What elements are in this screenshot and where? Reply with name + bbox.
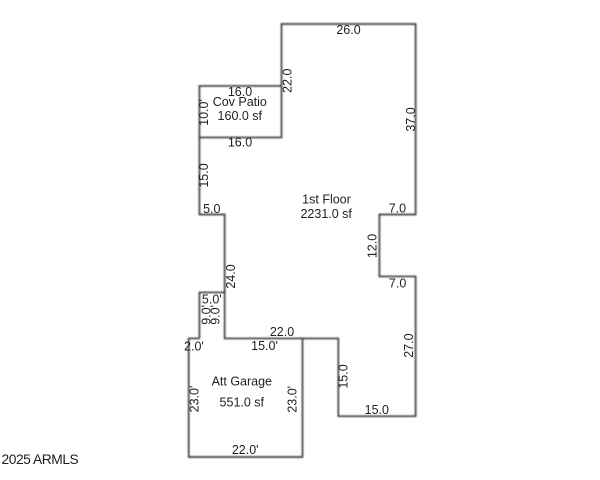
svg-text:2025 ARMLS: 2025 ARMLS (2, 452, 79, 467)
svg-text:5.0': 5.0' (202, 292, 222, 306)
svg-text:9.0': 9.0' (208, 305, 222, 325)
svg-text:Cov Patio: Cov Patio (213, 95, 267, 109)
svg-text:2231.0 sf: 2231.0 sf (300, 207, 352, 221)
svg-text:26.0: 26.0 (336, 23, 360, 37)
svg-text:15.0: 15.0 (197, 163, 211, 187)
svg-text:9.0': 9.0' (200, 305, 214, 325)
svg-text:10.0': 10.0' (197, 99, 211, 126)
svg-text:1st Floor: 1st Floor (302, 192, 351, 206)
svg-text:5.0: 5.0 (203, 202, 220, 216)
svg-text:7.0: 7.0 (389, 276, 406, 290)
svg-text:27.0: 27.0 (402, 333, 416, 357)
svg-text:22.0: 22.0 (281, 68, 295, 92)
svg-text:16.0: 16.0 (228, 136, 252, 150)
svg-text:37.0: 37.0 (404, 107, 418, 131)
svg-text:12.0: 12.0 (366, 234, 380, 258)
svg-text:24.0: 24.0 (224, 264, 238, 288)
svg-text:15.0: 15.0 (365, 403, 389, 417)
svg-text:15.0': 15.0' (251, 339, 278, 353)
svg-text:22.0': 22.0' (232, 443, 259, 457)
svg-text:23.0': 23.0' (286, 386, 300, 413)
svg-text:2.0': 2.0' (184, 339, 204, 353)
svg-text:23.0': 23.0' (188, 386, 202, 413)
svg-text:551.0 sf: 551.0 sf (220, 395, 265, 409)
svg-text:7.0: 7.0 (389, 201, 406, 215)
svg-text:22.0: 22.0 (270, 325, 294, 339)
svg-text:15.0: 15.0 (337, 364, 351, 388)
svg-text:160.0 sf: 160.0 sf (218, 109, 263, 123)
svg-text:Att Garage: Att Garage (212, 374, 272, 388)
svg-text:16.0: 16.0 (228, 85, 252, 99)
